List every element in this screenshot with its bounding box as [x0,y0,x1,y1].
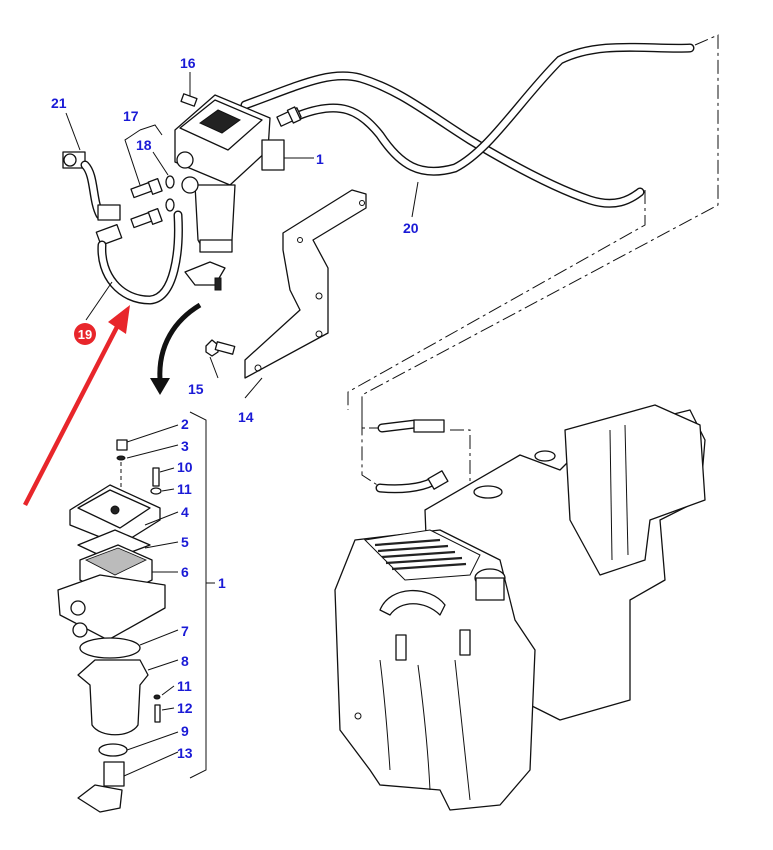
fuel-hose-19 [95,210,183,305]
leader-lines [65,72,419,777]
callout-16: 16 [180,55,196,71]
callout-13: 13 [177,745,193,761]
bolt-15 [205,339,236,357]
fittings-17-18 [130,175,175,229]
highlight-badge-19[interactable]: 19 [74,323,96,345]
callout-21: 21 [51,95,67,111]
callout-17: 17 [123,108,139,124]
fuel-lines [240,42,695,208]
group-bracket [189,411,207,779]
callout-8: 8 [181,653,189,669]
explode-arrow [150,302,202,395]
callout-15: 15 [188,381,204,397]
callout-20: 20 [403,220,419,236]
callout-11b: 11 [177,678,192,694]
callout-5: 5 [181,534,189,550]
callout-11a: 11 [177,481,192,497]
callout-14: 14 [238,409,254,425]
callout-1-group: 1 [218,575,226,591]
elbow-hose-21 [62,151,121,221]
callout-9: 9 [181,723,189,739]
callout-4: 4 [181,504,189,520]
callout-1-top: 1 [316,151,324,167]
highlight-arrow [23,305,130,507]
callout-2: 2 [181,416,189,432]
callout-6: 6 [181,564,189,580]
callout-7: 7 [181,623,189,639]
callout-10: 10 [177,459,193,475]
callout-19: 19 [78,327,92,342]
connection-lines [347,34,719,491]
callout-12: 12 [177,700,193,716]
fuel-tank [334,404,706,811]
tank-grille [374,538,467,571]
callout-18: 18 [136,137,152,153]
mounting-bracket-14 [244,189,367,379]
tank-hoses [375,419,449,494]
exploded-filter [57,439,166,813]
callout-3: 3 [181,438,189,454]
fuel-filter-assembly-top [174,93,285,291]
